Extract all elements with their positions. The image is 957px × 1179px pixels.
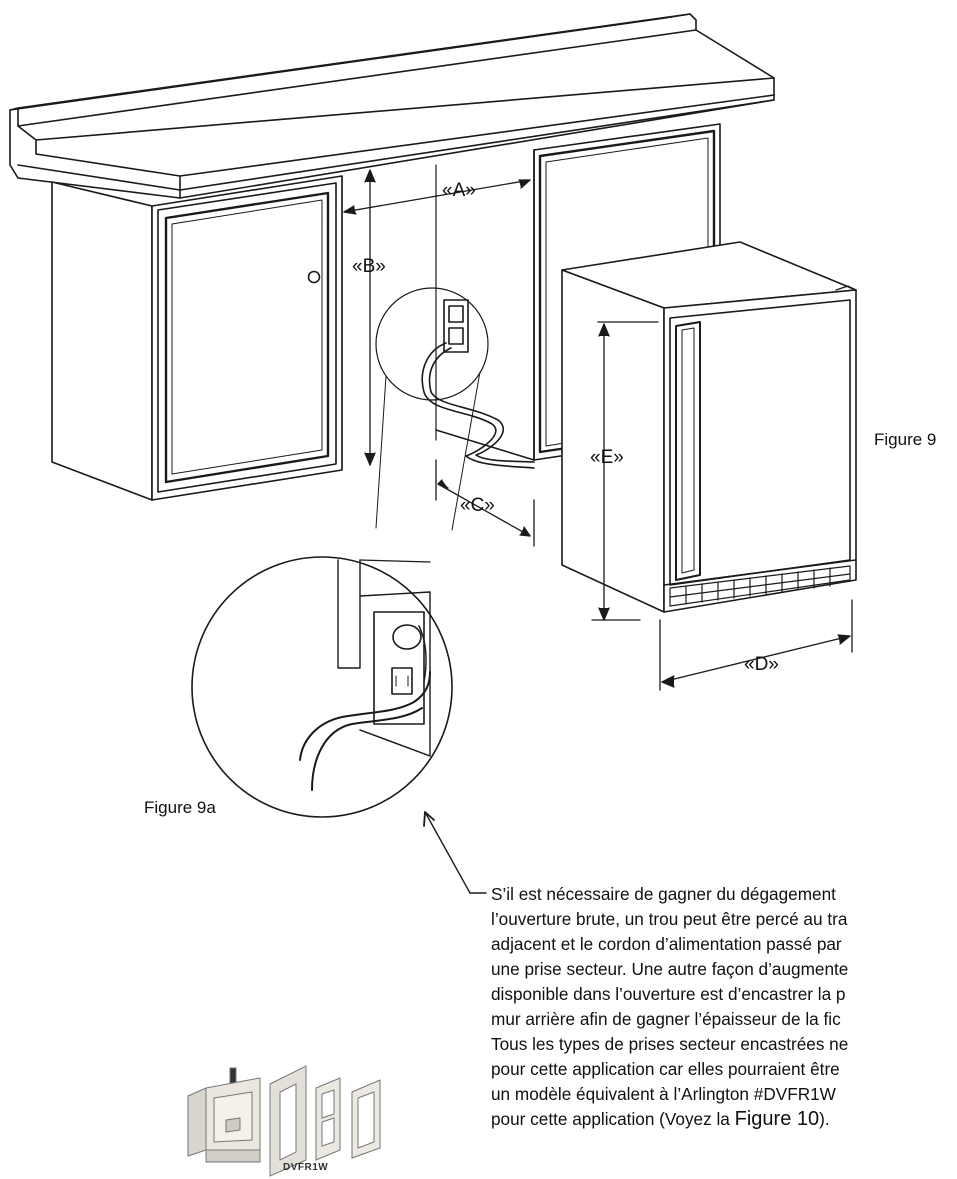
figure-9-label: Figure 9 xyxy=(874,430,937,449)
note-line: disponible dans l’ouverture est d’encast… xyxy=(491,984,846,1004)
dimension-b-arrow xyxy=(364,169,376,466)
note-line: pour cette application car elles pourrai… xyxy=(491,1059,840,1079)
note-line: adjacent et le cordon d’alimentation pas… xyxy=(491,934,842,954)
note-line: S’il est nécessaire de gagner du dégagem… xyxy=(491,884,836,904)
dimension-e-label: «E» xyxy=(590,447,624,468)
power-cord xyxy=(421,342,535,469)
dimension-c-arrow xyxy=(435,459,535,547)
detail-circle-small xyxy=(375,287,489,401)
figure-9a-label: Figure 9a xyxy=(144,798,216,817)
note-line: Tous les types de prises secteur encastr… xyxy=(491,1034,849,1054)
dimension-e-arrow xyxy=(591,321,659,621)
dimension-a-label: «A» xyxy=(442,180,476,201)
product-caption: DVFR1W xyxy=(283,1162,329,1173)
door-knob xyxy=(307,270,321,284)
dimension-c-label: «C» xyxy=(460,495,495,516)
note-last-line: pour cette application (Voyez la Figure … xyxy=(491,1107,957,1132)
note-last-line-suffix: ). xyxy=(819,1109,830,1129)
dimension-d-label: «D» xyxy=(744,654,779,675)
dimension-b-label: «B» xyxy=(352,256,386,277)
left-cabinet xyxy=(51,175,343,501)
refrigerator xyxy=(561,241,857,613)
note-line: mur arrière afin de gagner l’épaisseur d… xyxy=(491,1009,841,1029)
back-wall xyxy=(341,164,437,471)
note-line: une prise secteur. Une autre façon d’aug… xyxy=(491,959,849,979)
figure-10-reference: Figure 10 xyxy=(734,1108,820,1130)
note-line: l’ouverture brute, un trou peut être per… xyxy=(491,909,848,929)
dvfr1w-product-image xyxy=(187,1065,381,1177)
dimension-d-arrow xyxy=(659,599,853,691)
dimension-a-arrow xyxy=(343,179,531,215)
countertop xyxy=(9,13,775,199)
note-line: un modèle équivalent à l’Arlington #DVFR… xyxy=(491,1084,836,1104)
detail-circle-large xyxy=(191,556,453,818)
outlet-small xyxy=(443,299,469,353)
clearance-note: S’il est nécessaire de gagner du dégagem… xyxy=(491,882,957,1132)
note-last-line-prefix: pour cette application (Voyez la xyxy=(491,1109,735,1129)
leader-arrow xyxy=(423,811,487,894)
